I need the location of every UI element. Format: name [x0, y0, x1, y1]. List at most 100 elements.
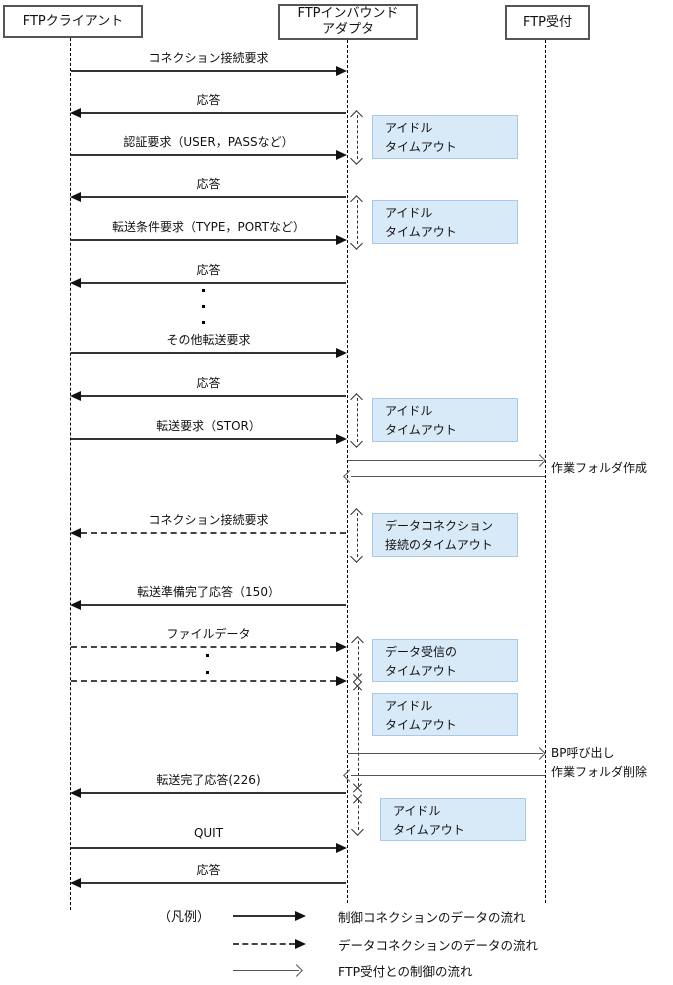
arrowhead-right-icon — [336, 235, 347, 245]
up-arrow-icon — [351, 636, 364, 649]
x-mark-icon — [353, 681, 363, 691]
timeout-range-line — [358, 641, 359, 676]
arrowhead-right-icon — [336, 66, 347, 76]
arrowhead-right-icon — [336, 642, 347, 652]
ellipsis-dot — [202, 289, 205, 292]
message-line — [81, 282, 346, 284]
message-line — [81, 112, 346, 114]
message-line — [81, 532, 346, 534]
lifeline-adapter — [347, 40, 348, 903]
message-label: 転送要求（STOR） — [156, 419, 261, 433]
control-flow-line — [351, 775, 545, 776]
message-label: ファイルデータ — [166, 627, 251, 641]
message-label: 認証要求（USER，PASSなど） — [123, 135, 294, 149]
message-line — [71, 154, 336, 156]
ellipsis-dot — [202, 305, 205, 308]
control-flow-line — [351, 476, 545, 477]
legend-row-ftp-control: FTP受付との制御の流れ — [233, 961, 473, 979]
up-arrow-icon — [350, 508, 363, 521]
arrowhead-right-icon — [336, 434, 347, 444]
message-label: 応答 — [196, 177, 221, 191]
legend-dashed-arrow-icon — [233, 939, 306, 949]
legend-row-data: データコネクションのデータの流れ — [233, 935, 538, 953]
message-label: コネクション接続要求 — [148, 51, 269, 65]
timeout-label-line: アイドル — [385, 404, 433, 418]
down-arrow-icon — [351, 823, 364, 836]
arrowhead-right-icon — [336, 843, 347, 853]
message-line — [71, 680, 336, 682]
legend-solid-arrow-icon — [233, 911, 306, 921]
message-label: 転送完了応答(226) — [156, 773, 261, 787]
ellipsis-dot — [206, 671, 209, 674]
arrowhead-right-icon — [336, 676, 347, 686]
timeout-note-box: アイドルタイムアウト — [372, 200, 518, 244]
timeout-label-line: アイドル — [393, 804, 441, 818]
ellipsis-dot — [206, 654, 209, 657]
timeout-note-box: アイドルタイムアウト — [380, 798, 526, 841]
side-label: 作業フォルダ削除 — [551, 765, 648, 779]
timeout-range-line — [357, 398, 358, 442]
legend-open-arrow-icon — [233, 963, 306, 977]
message-line — [71, 70, 336, 72]
timeout-note-box: データ受信のタイムアウト — [372, 639, 518, 682]
x-mark-icon — [353, 783, 363, 793]
participant-box-adapter: FTPインバウンドアダプタ — [278, 4, 418, 40]
timeout-label-line: タイムアウト — [385, 140, 457, 154]
up-arrow-icon — [350, 393, 363, 406]
message-label: 転送条件要求（TYPE，PORTなど） — [112, 220, 305, 234]
arrowhead-left-icon — [70, 878, 81, 888]
message-line — [71, 847, 336, 849]
side-label: 作業フォルダ作成 — [551, 461, 648, 475]
control-flow-line — [348, 753, 543, 754]
lifeline-reception — [545, 40, 546, 903]
timeout-range-line — [357, 115, 358, 159]
message-line — [71, 646, 336, 648]
participant-label-line: FTP受付 — [522, 14, 573, 30]
timeout-label-line: アイドル — [385, 699, 433, 713]
timeout-label-line: タイムアウト — [385, 664, 457, 678]
message-label: 転送準備完了応答（150） — [137, 585, 280, 599]
timeout-label-line: タイムアウト — [393, 823, 465, 837]
timeout-range-line — [358, 800, 359, 830]
participant-label-line: FTPインバウンド — [297, 6, 399, 21]
timeout-label-line: データコネクション — [385, 519, 494, 533]
message-label: 応答 — [196, 863, 221, 877]
timeout-note-box: アイドルタイムアウト — [372, 693, 518, 736]
arrowhead-left-icon — [70, 108, 81, 118]
down-arrow-icon — [350, 237, 363, 250]
arrowhead-left-icon — [70, 600, 81, 610]
timeout-label-line: タイムアウト — [385, 225, 457, 239]
message-line — [81, 196, 346, 198]
message-label: 応答 — [196, 376, 221, 390]
up-arrow-icon — [350, 195, 363, 208]
timeout-note-box: アイドルタイムアウト — [372, 115, 518, 159]
legend-label-control: 制御コネクションのデータの流れ — [338, 909, 526, 925]
timeout-label-line: タイムアウト — [385, 718, 457, 732]
participant-box-client: FTPクライアント — [3, 5, 143, 38]
up-arrow-icon — [350, 110, 363, 123]
control-flow-line — [348, 460, 543, 461]
timeout-note-box: アイドルタイムアウト — [372, 398, 518, 442]
message-label: QUIT — [193, 826, 224, 840]
down-arrow-icon — [350, 152, 363, 165]
message-label: 応答 — [196, 93, 221, 107]
timeout-label-line: タイムアウト — [385, 423, 457, 437]
timeout-label-line: 接続のタイムアウト — [385, 538, 493, 552]
participant-box-reception: FTP受付 — [505, 5, 590, 40]
timeout-label-line: アイドル — [385, 206, 433, 220]
timeout-range-line — [357, 200, 358, 244]
legend-label-data: データコネクションのデータの流れ — [338, 937, 539, 953]
timeout-range-line — [357, 513, 358, 557]
message-line — [81, 792, 346, 794]
participant-label-line: FTPクライアント — [22, 13, 124, 29]
side-label: BP呼び出し — [551, 746, 615, 760]
arrowhead-right-icon — [336, 348, 347, 358]
message-label: コネクション接続要求 — [148, 513, 269, 527]
open-arrowhead-right-icon — [533, 747, 546, 760]
arrowhead-left-icon — [70, 278, 81, 288]
timeout-range-line — [358, 687, 359, 786]
timeout-note-box: データコネクション接続のタイムアウト — [372, 513, 518, 557]
message-line — [81, 882, 346, 884]
message-line — [81, 395, 346, 397]
